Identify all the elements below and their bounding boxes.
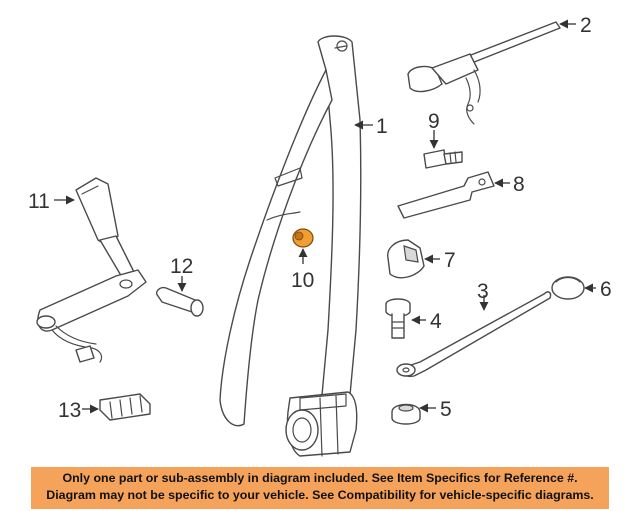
callout-13: 13 [58,399,81,422]
part-8-bracket [397,171,495,219]
seat-belt-parts-diagram: 1 2 3 4 5 6 7 8 9 10 11 12 13 [28,14,612,457]
callout-5: 5 [440,398,452,421]
callout-8: 8 [513,173,525,196]
disclaimer-line-2: Diagram may not be specific to your vehi… [46,488,594,502]
callout-2: 2 [580,14,592,37]
part-13-connector [99,393,151,421]
callout-11: 11 [28,190,50,213]
callout-6: 6 [600,278,612,301]
part-4-stud [385,298,411,339]
disclaimer-line-1: Only one part or sub-assembly in diagram… [62,471,578,485]
leader-lines [54,19,596,414]
callout-9: 9 [428,110,440,133]
part-10-highlighted [292,228,314,248]
part-2-height-adjuster [407,21,561,125]
callout-12: 12 [170,255,193,278]
callout-7: 7 [444,249,456,272]
part-9-bolt [423,149,463,169]
part-1-seat-belt [219,35,362,457]
part-6-plug [551,276,585,300]
part-5-nut [391,403,421,425]
part-7-cap [387,239,425,279]
part-3-cable [396,291,552,378]
disclaimer-banner: Only one part or sub-assembly in diagram… [31,467,609,509]
callout-1: 1 [376,115,388,138]
callout-4: 4 [430,310,442,333]
part-11-buckle [36,177,147,363]
callout-numbers: 1 2 3 4 5 6 7 8 9 10 11 12 13 [28,14,612,422]
callout-3: 3 [477,280,489,303]
callout-10: 10 [291,269,314,292]
part-12-pin [156,286,204,317]
